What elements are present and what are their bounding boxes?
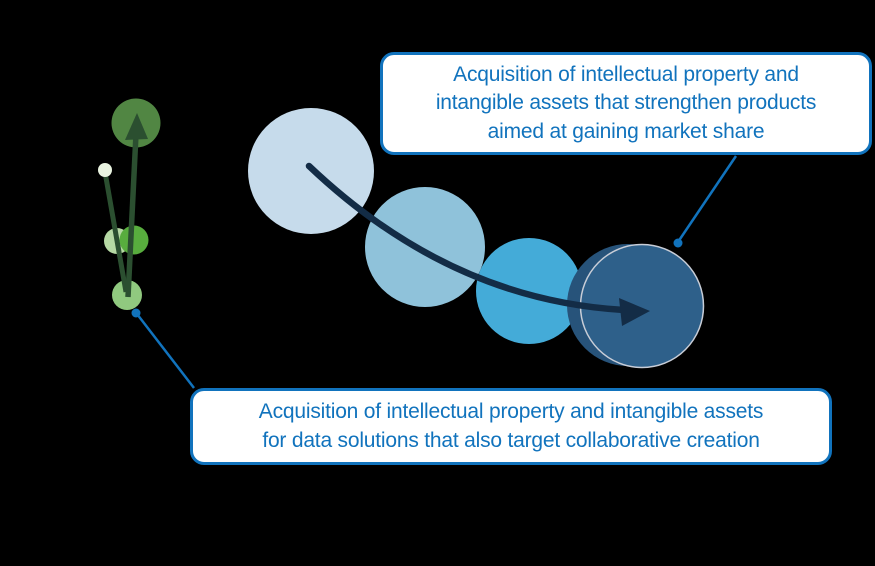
top-callout-text-line: Acquisition of intellectual property and [453,62,799,86]
top-callout: Acquisition of intellectual property and… [380,52,872,155]
top-callout-connector-line [676,155,738,243]
top-callout-connector-dot [673,238,683,248]
blue-bubble-2 [365,187,485,307]
green-trend-line [102,171,129,293]
bottom-callout: Acquisition of intellectual property and… [190,388,832,465]
blue-trend-arrowhead [619,298,650,326]
green-trend-arrowhead [125,113,148,140]
bottom-callout-text-line: Acquisition of intellectual property and… [258,400,764,423]
bottom-callout-connector-line [136,313,195,389]
top-callout-text-line: aimed at gaining market share [487,119,765,143]
blue-bubble-3 [476,238,582,344]
bottom-callout-connector-dot [131,308,141,318]
green-trend-arrow-shaft [125,133,139,298]
blue-trend-arrow-curve [305,162,628,314]
top-callout-text-line: intangible assets that strengthen produc… [435,91,817,115]
green-bubble-bright-mid [119,225,149,255]
bottom-callout-text-line: for data solutions that also target coll… [262,428,760,452]
green-seed-dot [98,163,112,177]
